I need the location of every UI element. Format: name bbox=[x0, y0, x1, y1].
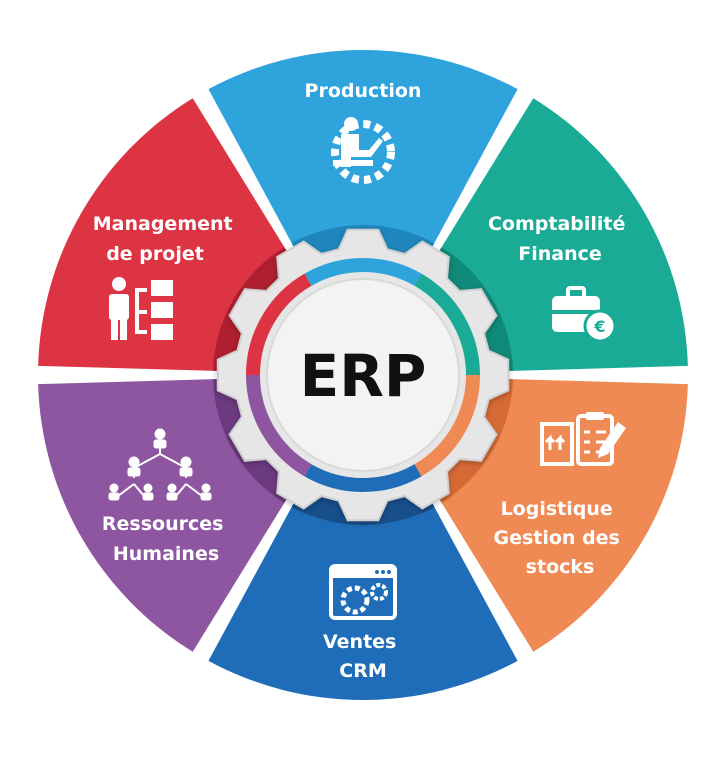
segment-ressources[interactable]: Ressources Humaines bbox=[102, 428, 230, 565]
segment-label-line: Comptabilité bbox=[488, 213, 625, 235]
segment-logistique[interactable]: Logistique Gestion des stocks bbox=[493, 412, 626, 578]
center-label: ERP bbox=[300, 342, 427, 410]
browser-gears-icon bbox=[329, 564, 397, 620]
inventory-checklist-icon bbox=[540, 412, 626, 466]
segment-label-management: Management de projet bbox=[93, 213, 239, 265]
segment-label-line: de projet bbox=[106, 243, 204, 265]
segment-label-line: Production bbox=[305, 80, 422, 102]
segment-label-ventes: Ventes CRM bbox=[323, 631, 403, 682]
inner-ring-arc-logistique bbox=[414, 374, 480, 477]
segment-label-comptabilite: Comptabilité Finance bbox=[488, 213, 632, 265]
segment-label-line: Finance bbox=[518, 243, 602, 265]
center-gear: ERP bbox=[216, 228, 510, 522]
segment-label-line: Management bbox=[93, 213, 233, 235]
inner-ring-arc-management bbox=[246, 273, 312, 376]
segment-label-ressources: Ressources Humaines bbox=[102, 513, 230, 565]
segment-label-line: Logistique bbox=[501, 498, 613, 520]
segment-label-line: Ressources bbox=[102, 513, 224, 535]
segment-comptabilite[interactable]: Comptabilité Finance € bbox=[488, 213, 632, 343]
segment-ventes[interactable]: Ventes CRM bbox=[323, 564, 403, 682]
inner-ring-arc-production bbox=[304, 258, 422, 286]
segment-label-line: CRM bbox=[339, 660, 386, 682]
segment-label-line: stocks bbox=[526, 556, 595, 578]
colored-inner-ring bbox=[246, 258, 480, 492]
segment-label-production: Production bbox=[305, 80, 422, 102]
segment-wedge-ventes bbox=[208, 470, 518, 700]
svg-text:€: € bbox=[593, 317, 605, 336]
center-disc bbox=[266, 278, 460, 472]
inner-ring-arc-ressources bbox=[246, 374, 312, 477]
segment-production[interactable]: Production bbox=[305, 80, 422, 184]
inner-ring-arc-ventes bbox=[304, 464, 422, 492]
worker-gear-icon bbox=[331, 117, 395, 184]
segment-management[interactable]: Management de projet bbox=[93, 213, 239, 340]
briefcase-euro-icon: € bbox=[552, 286, 617, 343]
inner-ring-arc-comptabilite bbox=[414, 273, 480, 376]
segment-label-line: Ventes bbox=[323, 631, 396, 653]
org-chart-icon bbox=[108, 428, 212, 501]
person-hierarchy-icon bbox=[109, 277, 173, 340]
segment-label-logistique: Logistique Gestion des stocks bbox=[493, 498, 626, 578]
segment-label-line: Humaines bbox=[113, 543, 219, 565]
segment-label-line: Gestion des bbox=[493, 527, 619, 549]
